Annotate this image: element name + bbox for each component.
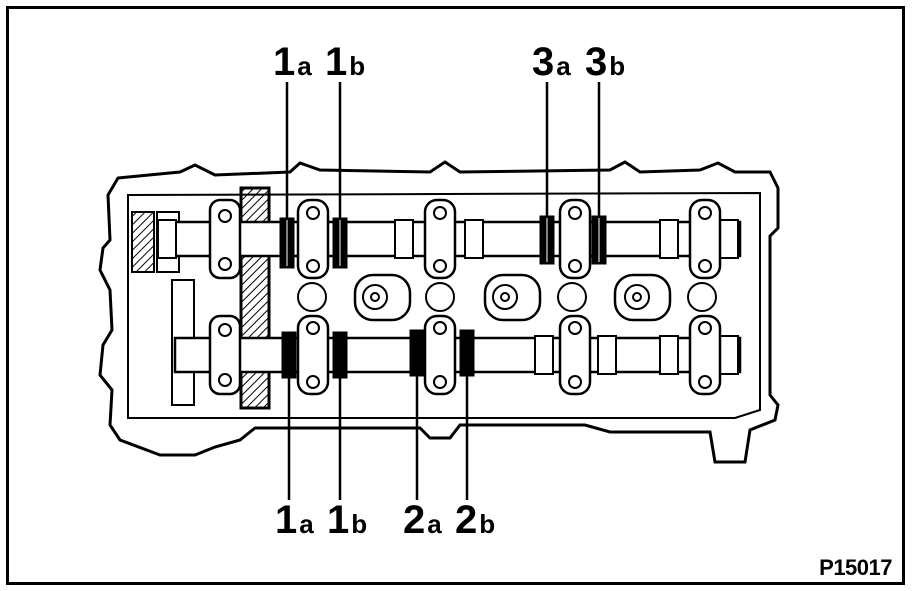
leader-lines	[285, 82, 601, 500]
cylinder-head-outline	[98, 160, 780, 464]
timing-gear-hatch-upper	[131, 211, 155, 273]
label-top-3a: 3a	[532, 42, 571, 82]
label-suffix: b	[479, 509, 496, 539]
bearing-caps-lower	[208, 314, 722, 396]
label-number: 1	[273, 40, 296, 84]
label-bottom-1b: 1b	[327, 500, 367, 540]
label-bottom-2a: 2a	[403, 500, 442, 540]
cap-bolts	[218, 206, 712, 389]
spark-plug-holes	[362, 284, 650, 310]
cam-lobes	[157, 219, 739, 375]
label-number: 1	[325, 40, 348, 84]
figure-code: P15017	[819, 555, 892, 580]
label-suffix: b	[609, 51, 626, 81]
label-number: 2	[455, 498, 478, 542]
lower-camshaft	[173, 336, 742, 374]
label-suffix: a	[427, 509, 442, 539]
label-number: 2	[403, 498, 426, 542]
label-number: 1	[275, 498, 298, 542]
label-suffix: b	[349, 51, 366, 81]
label-bottom-1a: 1a	[275, 500, 314, 540]
cylinder-head-inner-outline	[127, 191, 761, 419]
label-top-1b: 1b	[325, 42, 365, 82]
label-suffix: a	[556, 51, 571, 81]
label-suffix: a	[299, 509, 314, 539]
label-number: 3	[532, 40, 555, 84]
label-suffix: a	[297, 51, 312, 81]
figure-border	[6, 6, 905, 585]
bearing-caps-upper	[208, 198, 722, 280]
upper-camshaft	[173, 220, 742, 258]
label-top-3b: 3b	[585, 42, 625, 82]
label-number: 3	[585, 40, 608, 84]
label-top-1a: 1a	[273, 42, 312, 82]
label-bottom-2b: 2b	[455, 500, 495, 540]
label-suffix: b	[351, 509, 368, 539]
measurement-mark-stripes	[286, 218, 600, 266]
journal-circles	[297, 282, 717, 312]
label-number: 1	[327, 498, 350, 542]
